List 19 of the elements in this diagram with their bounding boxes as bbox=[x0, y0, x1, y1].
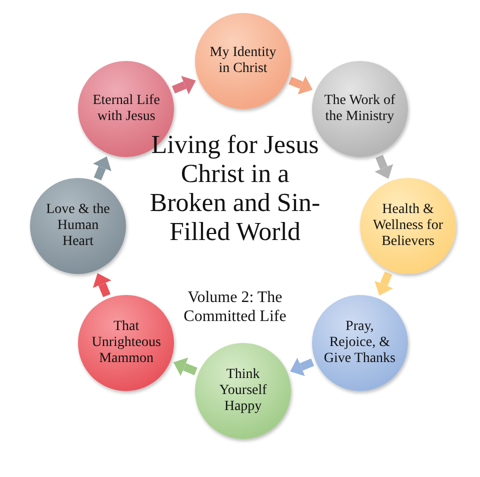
arrow bbox=[172, 76, 196, 94]
node-label: Think Yourself Happy bbox=[218, 367, 268, 415]
arrow bbox=[290, 358, 314, 376]
subtitle: Volume 2: The Committed Life bbox=[182, 288, 288, 326]
node-label: Eternal Life with Jesus bbox=[92, 93, 161, 126]
arrow bbox=[374, 272, 394, 296]
arrow bbox=[92, 273, 112, 298]
node-label: Love & the Human Heart bbox=[45, 202, 111, 250]
node-label: That Unrighteous Mammon bbox=[90, 318, 162, 367]
node-label: Health & Wellness for Believers bbox=[372, 202, 444, 250]
arrow bbox=[374, 154, 394, 179]
circle-node bbox=[195, 343, 291, 439]
node-label: The Work of the Ministry bbox=[324, 93, 396, 126]
arrow bbox=[173, 358, 198, 376]
node-label: My Identity in Christ bbox=[208, 45, 278, 77]
title: Living for Jesus Christ in a Broken and Sin-Filled World bbox=[148, 130, 322, 246]
node-label: Pray, Rejoice, & Give Thanks bbox=[324, 318, 396, 367]
arrow bbox=[92, 156, 112, 180]
arrow bbox=[288, 76, 313, 94]
